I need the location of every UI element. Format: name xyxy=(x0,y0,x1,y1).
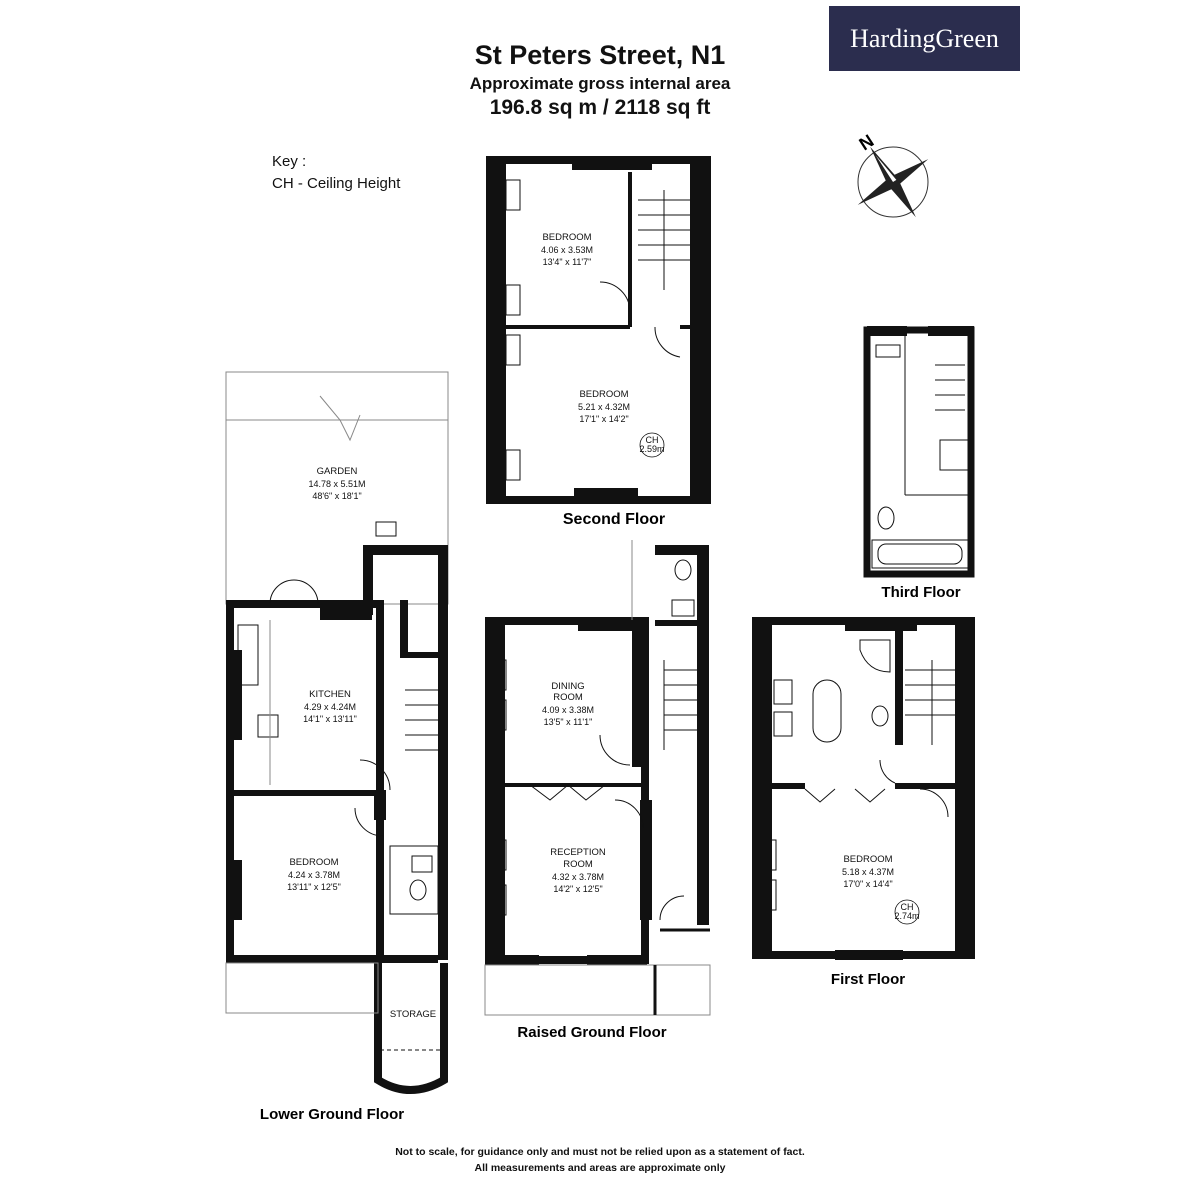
kitchen-label: KITCHEN 4.29 x 4.24M 14'1" x 13'11" xyxy=(303,689,357,724)
second-floor-bedroom-1-label: BEDROOM 4.06 x 3.53M 13'4" x 11'7" xyxy=(541,232,593,267)
room-name: KITCHEN xyxy=(309,689,351,700)
garden-label: GARDEN 14.78 x 5.51M 48'6" x 18'1" xyxy=(308,466,365,501)
room-metric: 5.18 x 4.37M xyxy=(842,867,894,877)
first-floor-plan xyxy=(752,617,975,960)
room-name-line-2: ROOM xyxy=(553,692,583,703)
room-imperial: 13'4" x 11'7" xyxy=(543,257,592,267)
lower-ground-floor-label: Lower Ground Floor xyxy=(260,1106,404,1123)
room-metric: 4.06 x 3.53M xyxy=(541,245,593,255)
key-legend: Key : CH - Ceiling Height xyxy=(272,151,400,195)
room-imperial: 14'1" x 13'11" xyxy=(303,714,357,724)
key-heading: Key : xyxy=(272,153,307,170)
brand-logo: HardingGreen xyxy=(829,6,1020,71)
room-name: BEDROOM xyxy=(843,854,892,865)
storage-label: STORAGE xyxy=(390,1009,436,1020)
third-floor-plan xyxy=(863,326,975,578)
room-imperial: 17'1" x 14'2" xyxy=(579,414,628,424)
dining-room-label: DINING ROOM 4.09 x 3.38M 13'5" x 11'1" xyxy=(542,681,594,727)
room-metric: 5.21 x 4.32M xyxy=(578,402,630,412)
room-name-line-2: ROOM xyxy=(563,859,593,870)
room-name-line-1: DINING xyxy=(551,681,584,692)
room-metric: 4.24 x 3.78M xyxy=(288,870,340,880)
ceiling-height-label: CH xyxy=(901,902,914,912)
ceiling-height-label: CH xyxy=(646,435,659,445)
key-item: CH - Ceiling Height xyxy=(272,175,401,192)
room-name: BEDROOM xyxy=(542,232,591,243)
second-floor-label: Second Floor xyxy=(563,511,665,528)
room-name: BEDROOM xyxy=(579,389,628,400)
room-imperial: 48'6" x 18'1" xyxy=(312,491,361,501)
second-floor-plan xyxy=(486,156,711,504)
compass-north-label: N xyxy=(856,131,878,155)
raised-ground-floor-plan xyxy=(484,540,711,1016)
disclaimer-line-2: All measurements and areas are approxima… xyxy=(474,1162,726,1174)
second-floor-bedroom-2-label: BEDROOM 5.21 x 4.32M 17'1" x 14'2" CH 2.… xyxy=(578,389,665,454)
room-imperial: 13'11" x 12'5" xyxy=(287,882,341,892)
room-metric: 4.32 x 3.78M xyxy=(552,872,604,882)
room-metric: 14.78 x 5.51M xyxy=(308,479,365,489)
room-metric: 4.29 x 4.24M xyxy=(304,702,356,712)
room-imperial: 17'0" x 14'4" xyxy=(843,879,892,889)
first-floor-bedroom-label: BEDROOM 5.18 x 4.37M 17'0" x 14'4" CH 2.… xyxy=(842,854,920,921)
property-title: St Peters Street, N1 xyxy=(474,40,726,70)
area-value: 196.8 sq m / 2118 sq ft xyxy=(489,96,711,119)
reception-room-label: RECEPTION ROOM 4.32 x 3.78M 14'2" x 12'5… xyxy=(550,847,606,894)
raised-ground-floor-label: Raised Ground Floor xyxy=(517,1024,666,1041)
room-name: GARDEN xyxy=(317,466,358,477)
room-imperial: 13'5" x 11'1" xyxy=(544,717,593,727)
ceiling-height-value: 2.74m xyxy=(894,911,919,921)
ceiling-height-value: 2.59m xyxy=(639,444,664,454)
room-name: BEDROOM xyxy=(289,857,338,868)
compass-rose-icon: N xyxy=(856,131,929,218)
room-metric: 4.09 x 3.38M xyxy=(542,705,594,715)
room-name-line-1: RECEPTION xyxy=(550,847,606,858)
third-floor-label: Third Floor xyxy=(881,584,960,601)
first-floor-label: First Floor xyxy=(831,971,905,988)
lower-ground-bedroom-label: BEDROOM 4.24 x 3.78M 13'11" x 12'5" xyxy=(287,857,341,892)
lower-ground-floor-plan xyxy=(225,371,449,1094)
disclaimer-line-1: Not to scale, for guidance only and must… xyxy=(395,1146,805,1158)
area-subtitle: Approximate gross internal area xyxy=(469,74,731,93)
room-imperial: 14'2" x 12'5" xyxy=(553,884,602,894)
